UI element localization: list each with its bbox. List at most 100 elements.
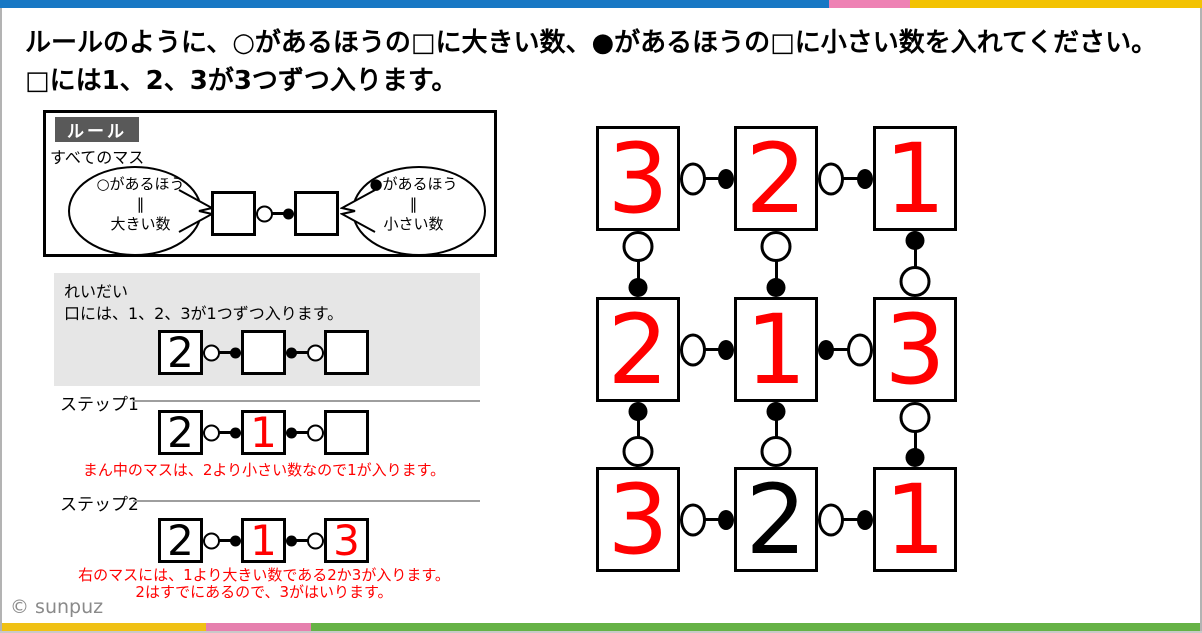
filled-circle-icon: [718, 509, 734, 530]
connector-open-filled: [203, 421, 241, 445]
rule-squares-row: [211, 191, 339, 236]
rule-label: ルール: [55, 117, 139, 142]
copyright: © sunpuz: [10, 596, 104, 618]
bottom-hairline: [0, 631, 1202, 633]
step-1-divider: [133, 400, 480, 402]
equals-vertical-icon: ‖: [136, 195, 145, 213]
puzzle-cell-r1c2: 2: [734, 126, 818, 231]
open-circle-icon: [899, 402, 931, 433]
connector-line: [913, 406, 917, 463]
left-bubble-text: ○があるほう ‖ 大きい数: [67, 174, 214, 234]
connector-line: [822, 177, 869, 180]
open-circle-icon: [760, 231, 792, 262]
connector-line: [288, 539, 322, 542]
v-connector-filled-open: [756, 402, 796, 467]
rule-subtitle: すべてのマス: [50, 148, 145, 167]
answer-cell: 2: [158, 410, 203, 455]
h-connector-open-filled: [680, 159, 734, 199]
filled-circle-icon: [286, 427, 297, 438]
open-circle-icon: [760, 436, 792, 467]
open-circle-icon: [203, 532, 220, 549]
step-2-caption-line2: 2はすでにあるので、3がはいります。: [135, 583, 393, 601]
filled-circle-icon: [857, 168, 873, 189]
left-bubble-line3: 大きい数: [110, 215, 171, 233]
right-page-border: [1200, 8, 1202, 631]
puzzle-cell-r2c1: 2: [596, 297, 680, 402]
open-circle-icon: [680, 503, 706, 536]
answer-cell: [294, 191, 339, 236]
connector-line: [288, 431, 322, 434]
speech-bubble-outline-left: [68, 166, 214, 256]
open-circle-icon: [622, 436, 654, 467]
answer-cell: [324, 330, 369, 375]
example-box: れいだい 口には、1、2、3が1つずつ入ります。 2: [54, 273, 480, 386]
connector-line: [684, 177, 730, 180]
h-connector-open-filled: [818, 500, 873, 540]
answer-cell: [211, 191, 256, 236]
filled-circle-icon: [230, 347, 241, 358]
filled-circle-icon: [286, 535, 297, 546]
open-circle-icon: [680, 333, 706, 366]
step-2-label: ステップ2: [60, 495, 139, 515]
answer-cell: 1: [241, 410, 286, 455]
example-subheading: 口には、1、2、3が1つずつ入ります。: [64, 304, 344, 323]
right-speech-bubble: ●があるほう ‖ 小さい数: [340, 165, 487, 257]
answer-cell: 3: [324, 518, 369, 563]
connector-line: [822, 518, 869, 521]
filled-circle-icon: [230, 535, 241, 546]
filled-circle-icon: [766, 402, 786, 421]
filled-circle-icon: [905, 448, 925, 467]
connector-line: [913, 235, 917, 293]
filled-circle-icon: [628, 402, 648, 421]
connector-line: [636, 235, 640, 293]
page-title-line1: ルールのように、○があるほうの□に大きい数、●があるほうの□に小さい数を入れてく…: [25, 28, 1158, 58]
h-connector-open-filled: [680, 330, 734, 370]
step-2-divider: [133, 500, 480, 502]
open-circle-icon: [680, 162, 706, 195]
v-connector-filled-open: [895, 231, 935, 297]
rule-box: ルール すべてのマス ○があるほう ‖ 大きい数 ●があるほう ‖ 小さい数: [43, 110, 497, 257]
filled-circle-icon: [628, 278, 648, 297]
puzzle-cell-r3c2: 2: [734, 467, 818, 572]
connector-line: [684, 518, 730, 521]
connector-open-filled: [203, 529, 241, 553]
bottom-bar-pink-segment: [206, 623, 311, 631]
puzzle-cell-r3c3: 1: [873, 467, 957, 572]
open-circle-icon: [307, 344, 324, 361]
example-row: 2: [158, 330, 369, 375]
open-circle-icon: [307, 424, 324, 441]
filled-circle-icon: [818, 339, 834, 360]
top-bar-pink-segment: [829, 0, 910, 8]
filled-circle-icon: [718, 339, 734, 360]
v-connector-open-filled: [895, 402, 935, 467]
filled-circle-icon: [230, 427, 241, 438]
connector-filled-open: [286, 421, 324, 445]
bottom-bar-green-segment: [311, 623, 1202, 631]
open-circle-icon: [203, 344, 220, 361]
top-bar-blue-segment: [0, 0, 829, 8]
right-bubble-line1: ●があるほう: [369, 175, 458, 193]
filled-circle-icon: [857, 509, 873, 530]
equals-vertical-icon: ‖: [409, 195, 418, 213]
page-title-line2: □には1、2、3が3つずつ入ります。: [25, 66, 458, 96]
left-speech-bubble: ○があるほう ‖ 大きい数: [67, 165, 214, 257]
v-connector-open-filled: [618, 231, 658, 297]
connector-line: [636, 406, 640, 463]
filled-circle-icon: [905, 231, 925, 250]
connector-line: [774, 406, 778, 463]
open-circle-icon: [256, 205, 273, 222]
answer-cell: [324, 410, 369, 455]
answer-cell: 2: [158, 330, 203, 375]
connector-line: [258, 212, 292, 215]
speech-bubble-outline-right: [340, 166, 486, 256]
connector-line: [288, 351, 322, 354]
puzzle-cell-r3c1: 3: [596, 467, 680, 572]
connector-line: [205, 431, 239, 434]
filled-circle-icon: [718, 168, 734, 189]
filled-circle-icon: [286, 347, 297, 358]
connector-filled-open: [286, 341, 324, 365]
right-bubble-text: ●があるほう ‖ 小さい数: [340, 174, 487, 234]
